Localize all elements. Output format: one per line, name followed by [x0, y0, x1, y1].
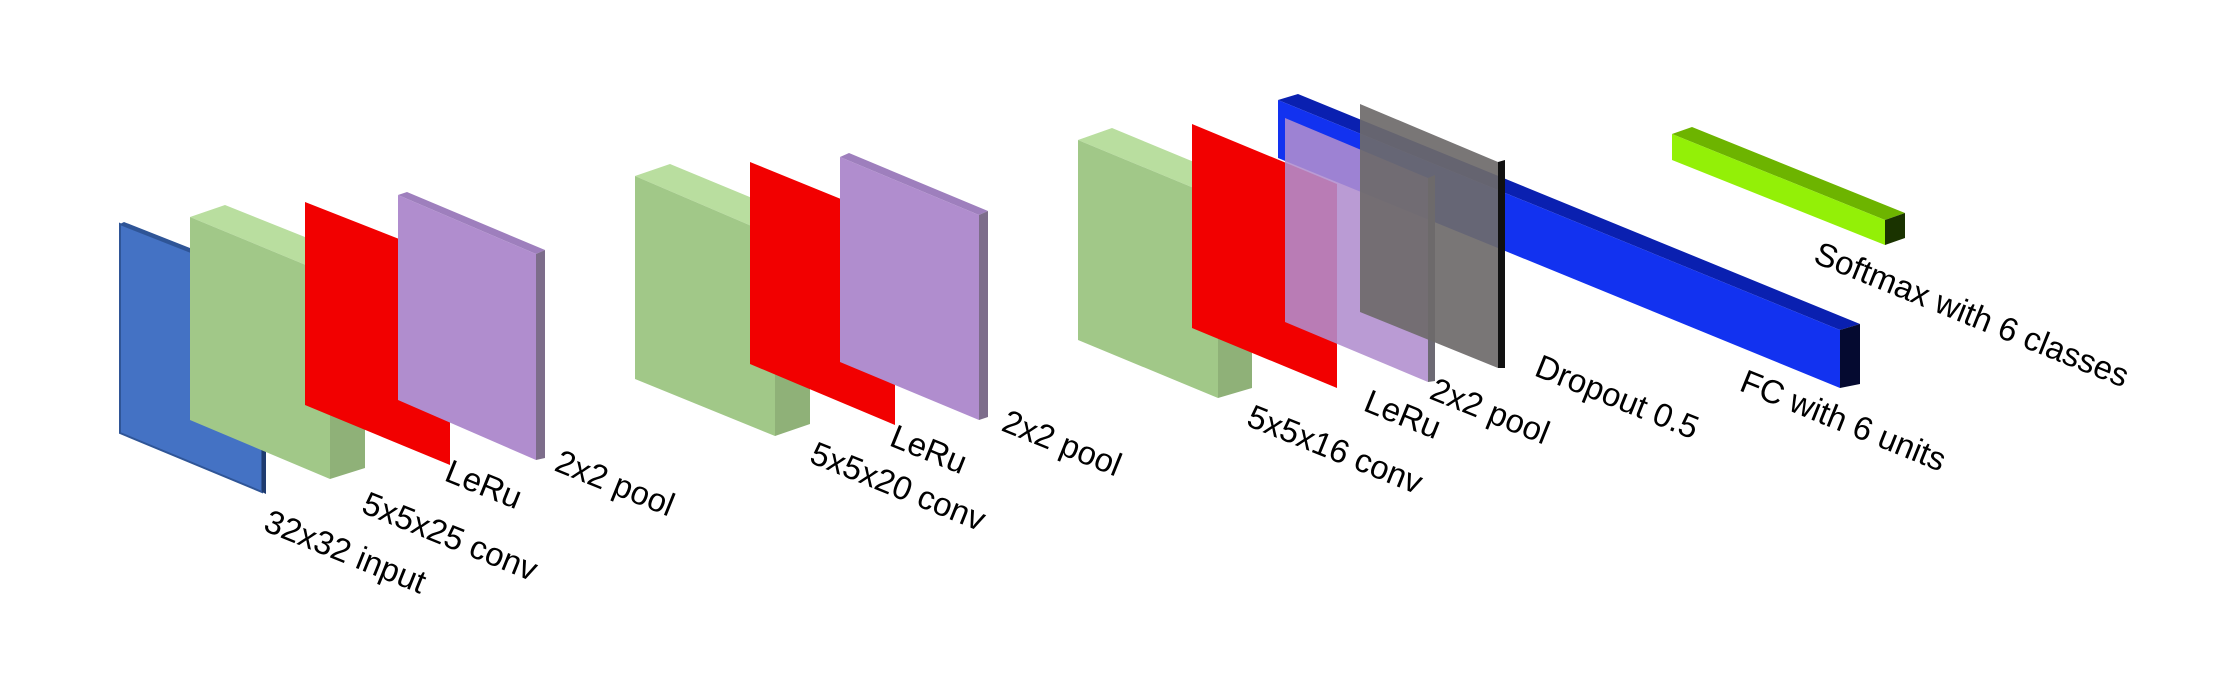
label-relu1: LeRu	[440, 452, 527, 516]
softmax-layer	[1672, 127, 1905, 245]
dropout-layer	[1360, 104, 1505, 368]
label-dropout: Dropout 0.5	[1530, 347, 1704, 446]
pool-layer-2	[840, 153, 988, 420]
label-pool2: 2x2 pool	[997, 402, 1127, 483]
pool-layer-1	[398, 192, 545, 460]
label-pool1: 2x2 pool	[550, 442, 680, 523]
